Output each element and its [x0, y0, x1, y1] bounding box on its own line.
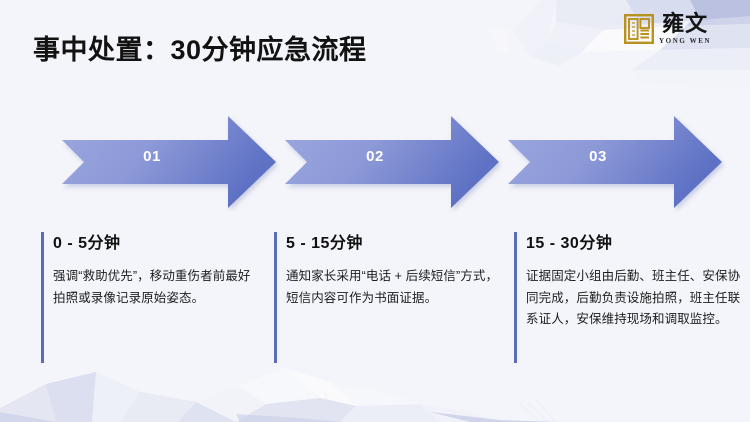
- arrow-shape-03: [508, 116, 722, 208]
- arrow-number-01: 01: [143, 148, 161, 165]
- step-detail-columns: 0 - 5分钟 强调“救助优先”，移动重伤者前最好拍照或录像记录原始姿态。 5 …: [0, 231, 750, 371]
- arrow-number-03: 03: [589, 148, 607, 165]
- step-heading-03: 15 - 30分钟: [526, 235, 613, 252]
- step-accent-bar-02: [274, 232, 277, 363]
- brand-logo: 雍文 YONG WEN: [624, 11, 736, 47]
- arrow-shape-02: [285, 116, 499, 208]
- step-body-02: 通知家长采用“电话 + 后续短信”方式，短信内容可作为书面证据。: [286, 269, 499, 305]
- arrow-shape-01: [62, 116, 276, 208]
- process-arrow-03[interactable]: 03: [508, 112, 726, 212]
- process-arrow-01[interactable]: 01: [62, 112, 280, 212]
- step-heading-02: 5 - 15分钟: [286, 235, 363, 252]
- seal-square-icon: [624, 14, 654, 44]
- logo-english-text: YONG WEN: [659, 37, 712, 45]
- step-column-02: 5 - 15分钟 通知家长采用“电话 + 后续短信”方式，短信内容可作为书面证据…: [274, 231, 502, 363]
- step-accent-bar-01: [41, 232, 44, 363]
- arrow-number-02: 02: [366, 148, 384, 165]
- process-arrow-02[interactable]: 02: [285, 112, 503, 212]
- page-title: 事中处置：30分钟应急流程: [33, 35, 367, 65]
- step-accent-bar-03: [514, 232, 517, 363]
- logo-chinese-text: 雍文: [662, 11, 709, 37]
- step-body-03: 证据固定小组由后勤、班主任、安保协同完成，后勤负责设施拍照，班主任联系证人，安保…: [526, 269, 741, 326]
- step-body-01: 强调“救助优先”，移动重伤者前最好拍照或录像记录原始姿态。: [53, 269, 251, 305]
- step-column-03: 15 - 30分钟 证据固定小组由后勤、班主任、安保协同完成，后勤负责设施拍照，…: [514, 231, 742, 363]
- process-arrow-row: 01 02: [0, 112, 750, 212]
- step-heading-01: 0 - 5分钟: [53, 235, 121, 252]
- step-column-01: 0 - 5分钟 强调“救助优先”，移动重伤者前最好拍照或录像记录原始姿态。: [41, 231, 259, 363]
